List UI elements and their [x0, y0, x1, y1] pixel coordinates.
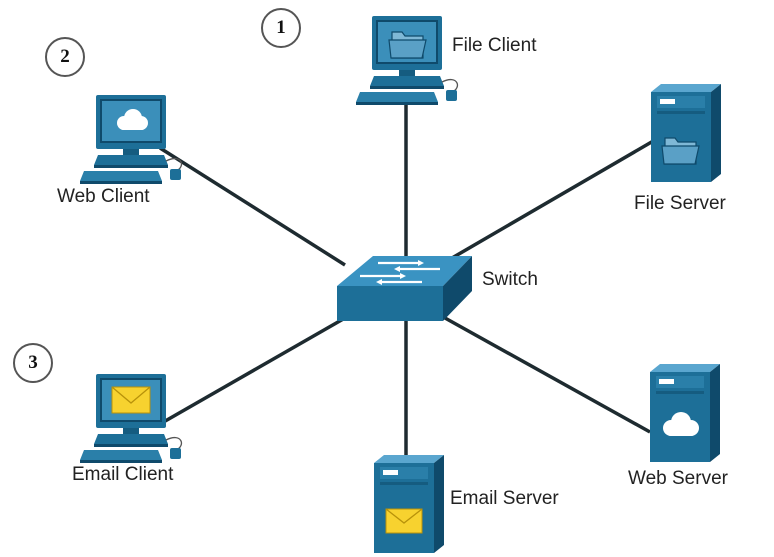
web-server-label: Web Server [628, 468, 728, 489]
cable-email-client [159, 316, 346, 426]
folder-icon [661, 137, 700, 165]
cloud-icon [663, 412, 699, 436]
cables [159, 96, 656, 462]
cable-file-server [451, 138, 656, 260]
envelope-icon [111, 386, 151, 414]
switch-label: Switch [482, 269, 538, 290]
cloud-icon [117, 109, 148, 130]
email-server-label: Email Server [450, 488, 559, 509]
email-server [374, 455, 444, 553]
file-client-pc [355, 15, 459, 106]
email-client-label: Email Client [72, 464, 174, 485]
file-server-label: File Server [634, 193, 726, 214]
email-client-pc [79, 373, 183, 464]
folder-icon [388, 31, 427, 59]
file-server [651, 84, 721, 182]
file-client-label: File Client [452, 35, 537, 56]
cable-web-client [159, 146, 346, 267]
web-client-pc [79, 94, 183, 185]
switch-arrows-icon [360, 260, 440, 285]
web-server [650, 364, 720, 462]
switch-device [337, 256, 472, 321]
web-client-label: Web Client [57, 186, 150, 207]
badge-1: 1 [261, 8, 301, 48]
badge-2: 2 [45, 37, 85, 77]
badge-3: 3 [13, 343, 53, 383]
cable-web-server [444, 316, 651, 434]
envelope-icon [385, 508, 423, 534]
